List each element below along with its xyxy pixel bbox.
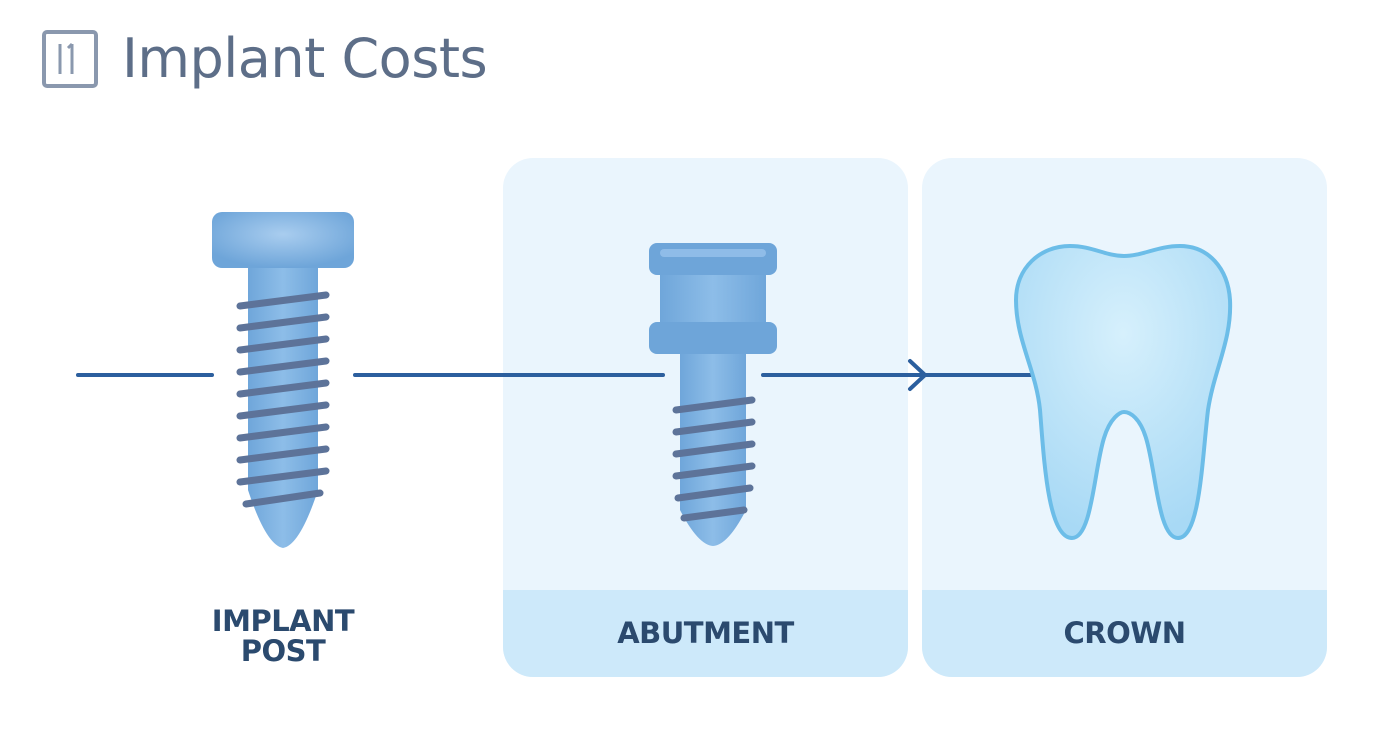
- abutment-icon: [649, 243, 777, 546]
- implant-screw-icon: [212, 212, 354, 548]
- arrow-right-icon: [908, 359, 927, 391]
- page-title: Implant Costs: [122, 27, 488, 90]
- header: Implant Costs: [42, 26, 488, 92]
- implant-post-label-line-1: IMPLANT: [211, 604, 355, 638]
- tooth-crown-icon: [1013, 243, 1233, 541]
- abutment-label-bar: ABUTMENT: [503, 590, 908, 677]
- implant-post-label: IMPLANT POST: [180, 606, 386, 667]
- crown-label: CROWN: [1063, 616, 1186, 651]
- crown-label-bar: CROWN: [922, 590, 1327, 677]
- abutment-label: ABUTMENT: [617, 616, 794, 651]
- implant-post-label-line-2: POST: [240, 634, 326, 669]
- document-icon: [42, 30, 98, 88]
- connector-line: [76, 359, 1038, 391]
- crown-panel: CROWN: [922, 158, 1327, 677]
